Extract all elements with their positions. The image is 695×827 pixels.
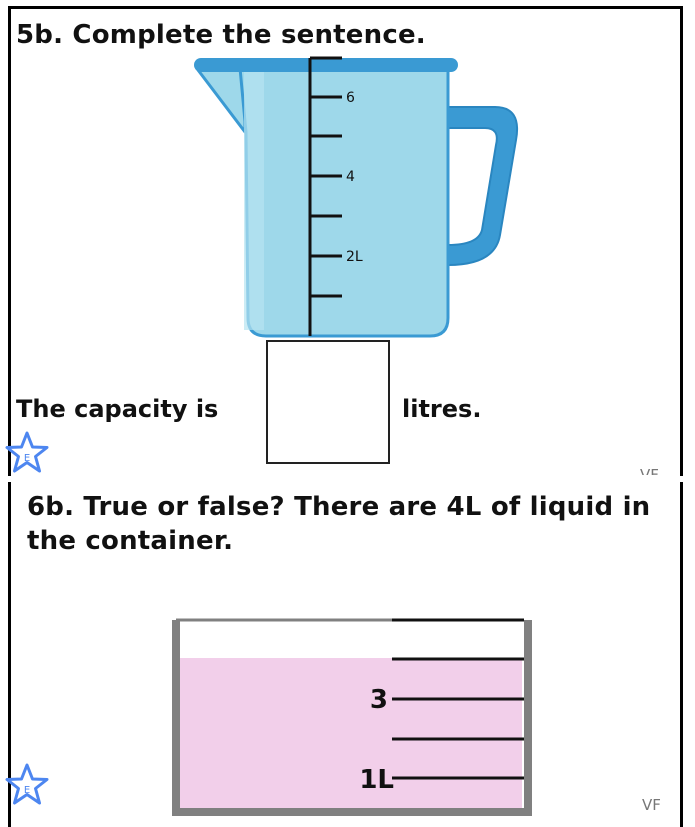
sentence-tail: litres. [402, 395, 482, 423]
jug-spout [196, 68, 247, 134]
star-badge-icon: E [5, 763, 49, 805]
container-label-1l: 1L [359, 765, 394, 795]
question-6b-panel: 6b. True or false? There are 4L of liqui… [8, 482, 683, 827]
question-6b-title: 6b. True or false? There are 4L of liqui… [27, 492, 651, 556]
star-badge-letter: E [24, 453, 30, 464]
measuring-jug: 6 4 2L [194, 56, 518, 338]
liquid-container: 3 1L [172, 618, 532, 816]
question-5b-title: 5b. Complete the sentence. [16, 20, 426, 50]
sentence-lead: The capacity is [16, 395, 219, 423]
footer-mark: VF [642, 796, 661, 814]
answer-box[interactable] [266, 340, 390, 464]
jug-rim [194, 58, 458, 72]
jug-body [238, 66, 450, 338]
jug-handle [444, 106, 518, 267]
container-label-3: 3 [370, 685, 388, 715]
liquid [180, 658, 522, 809]
question-5b-panel [8, 6, 683, 476]
footer-mark: VF [640, 466, 659, 475]
container-walls [172, 620, 532, 816]
jug-label-2l: 2L [346, 249, 363, 265]
star-badge-letter: E [24, 785, 30, 796]
jug-label-6: 6 [346, 90, 355, 106]
star-badge-icon: E [5, 431, 49, 473]
jug-label-4: 4 [346, 169, 355, 185]
